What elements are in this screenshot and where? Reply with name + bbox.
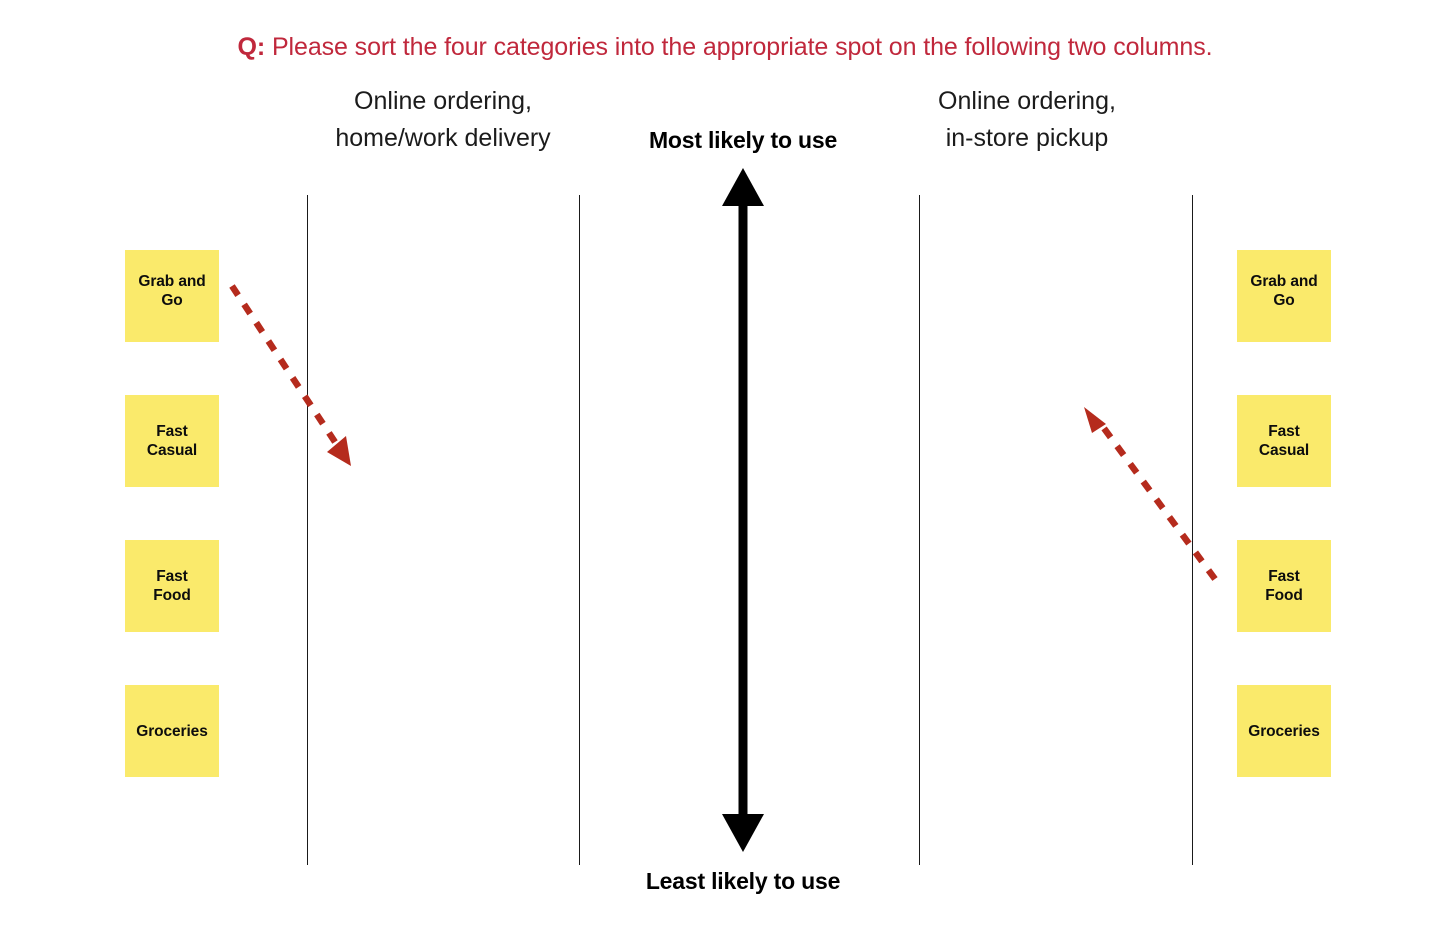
category-card-label-line-1: Grab and bbox=[138, 273, 206, 290]
category-card-label-line-1: Groceries bbox=[136, 722, 208, 740]
category-card-grab-and-go-left[interactable]: Grab and Go bbox=[125, 250, 219, 342]
question-text: Please sort the four categories into the… bbox=[271, 33, 1213, 61]
column-header-line-1: Online ordering, bbox=[938, 87, 1116, 115]
category-card-label-line-2: Go bbox=[1273, 292, 1295, 309]
question-prefix: Q: bbox=[237, 33, 266, 61]
drag-hint-arrow-left-icon bbox=[229, 284, 351, 466]
category-card-label-line-2: Food bbox=[153, 587, 191, 604]
column-divider-line-2 bbox=[579, 195, 580, 865]
category-card-label: Groceries bbox=[133, 722, 210, 741]
category-card-label: Fast Casual bbox=[1256, 422, 1312, 460]
category-card-groceries-right[interactable]: Groceries bbox=[1237, 685, 1331, 777]
scale-label-least-likely: Least likely to use bbox=[645, 868, 841, 894]
category-card-label-line-1: Fast bbox=[156, 568, 188, 585]
category-card-label: Grab and Go bbox=[1247, 272, 1320, 310]
category-card-label: Groceries bbox=[1245, 722, 1322, 741]
category-card-label-line-1: Groceries bbox=[1248, 722, 1320, 740]
column-header-line-2: in-store pickup bbox=[945, 124, 1109, 152]
column-divider-line-1 bbox=[307, 195, 308, 865]
category-card-fast-food-right[interactable]: Fast Food bbox=[1237, 540, 1331, 632]
category-card-label: Fast Food bbox=[1262, 567, 1305, 605]
category-card-grab-and-go-right[interactable]: Grab and Go bbox=[1237, 250, 1331, 342]
category-card-label-line-1: Grab and bbox=[1250, 273, 1318, 290]
category-card-groceries-left[interactable]: Groceries bbox=[125, 685, 219, 777]
category-card-label-line-1: Fast bbox=[1268, 568, 1300, 585]
category-card-fast-food-left[interactable]: Fast Food bbox=[125, 540, 219, 632]
category-card-label-line-1: Fast bbox=[1268, 423, 1300, 440]
question-prompt: Q: Please sort the four categories into … bbox=[0, 30, 1450, 64]
column-divider-line-3 bbox=[919, 195, 920, 865]
category-card-label-line-2: Go bbox=[161, 292, 183, 309]
category-card-label-line-2: Food bbox=[1265, 587, 1303, 604]
category-card-label: Fast Food bbox=[150, 567, 193, 605]
likelihood-axis-double-arrow bbox=[722, 168, 764, 852]
scale-label-most-likely: Most likely to use bbox=[648, 127, 838, 153]
column-header-home-work-delivery: Online ordering, home/work delivery bbox=[293, 83, 593, 157]
column-header-line-1: Online ordering, bbox=[354, 87, 532, 115]
category-card-label-line-2: Casual bbox=[146, 442, 198, 459]
category-card-label: Grab and Go bbox=[135, 272, 208, 310]
drag-hint-arrow-right-icon bbox=[1084, 407, 1218, 581]
column-header-line-2: home/work delivery bbox=[335, 124, 551, 152]
category-card-label-line-1: Fast bbox=[156, 423, 188, 440]
column-divider-line-4 bbox=[1192, 195, 1193, 865]
category-card-fast-casual-right[interactable]: Fast Casual bbox=[1237, 395, 1331, 487]
column-header-in-store-pickup: Online ordering, in-store pickup bbox=[877, 83, 1177, 157]
category-card-label: Fast Casual bbox=[144, 422, 200, 460]
category-card-fast-casual-left[interactable]: Fast Casual bbox=[125, 395, 219, 487]
category-card-label-line-2: Casual bbox=[1258, 442, 1310, 459]
